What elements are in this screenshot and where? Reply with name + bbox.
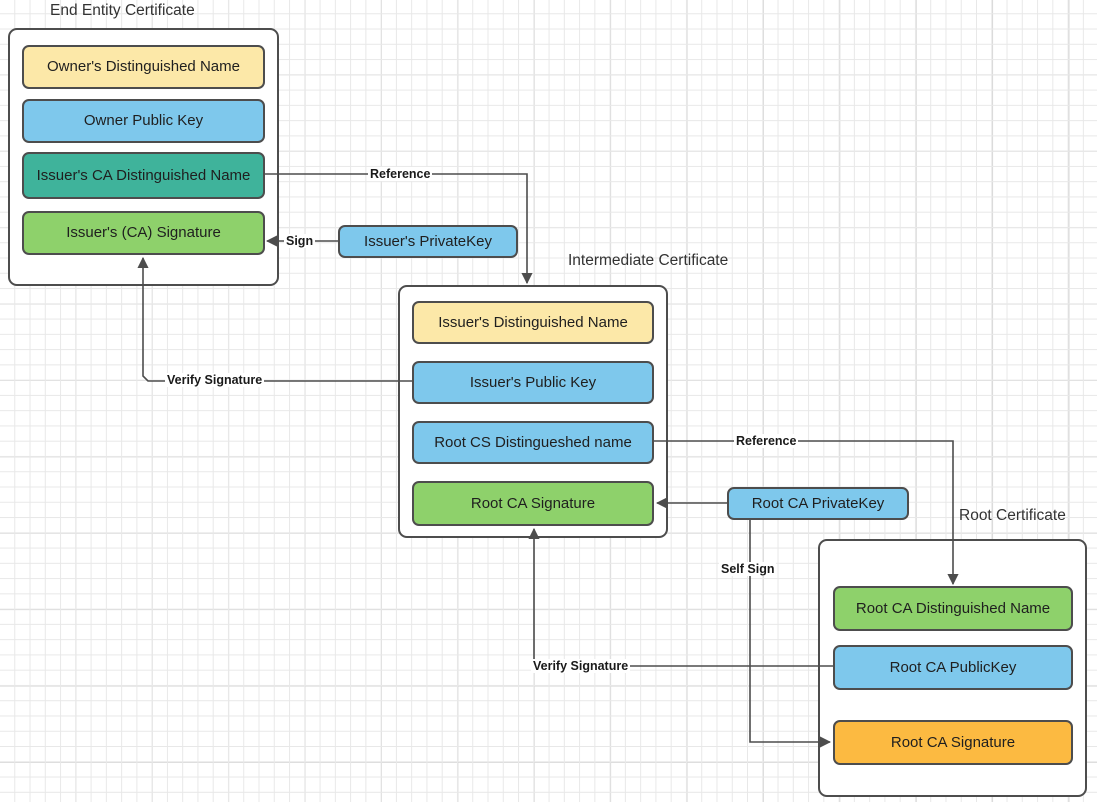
edge-label-sign: Sign [284, 234, 316, 248]
node-label: Root CA PrivateKey [751, 494, 885, 512]
group-label-intermediate: Intermediate Certificate [568, 252, 729, 269]
node-root-ca-publickey[interactable]: Root CA PublicKey [833, 645, 1073, 690]
node-root-ca-signature-intermediate[interactable]: Root CA Signature [412, 481, 654, 526]
node-label: Root CA Distinguished Name [855, 599, 1051, 617]
node-label: Owner's Distinguished Name [47, 58, 240, 76]
node-issuers-privatekey[interactable]: Issuer's PrivateKey [338, 225, 518, 258]
node-label: Issuer's PrivateKey [364, 232, 492, 250]
node-label: Owner Public Key [83, 112, 204, 130]
node-issuer-ca-distinguished-name[interactable]: Issuer's CA Distinguished Name [22, 152, 265, 199]
node-owner-distinguished-name[interactable]: Owner's Distinguished Name [22, 45, 265, 89]
node-root-cs-distingueshed-name[interactable]: Root CS Distingueshed name [412, 421, 654, 464]
node-issuer-distinguished-name[interactable]: Issuer's Distinguished Name [412, 301, 654, 344]
edge-verify-signature-bottom [528, 527, 833, 667]
node-root-ca-distinguished-name[interactable]: Root CA Distinguished Name [833, 586, 1073, 631]
node-label: Root CA Signature [470, 494, 596, 512]
node-issuer-public-key[interactable]: Issuer's Public Key [412, 361, 654, 404]
node-label: Issuer's CA Distinguished Name [36, 166, 251, 184]
node-label: Issuer's (CA) Signature [66, 224, 221, 242]
node-label: Root CA PublicKey [889, 658, 1017, 676]
edge-label-verify-signature-bottom: Verify Signature [531, 659, 631, 673]
edge-label-verify-signature-top: Verify Signature [165, 373, 265, 387]
edge-label-reference-bottom: Reference [734, 434, 799, 448]
edge-label-self-sign: Self Sign [719, 562, 777, 576]
node-label: Root CS Distingueshed name [434, 433, 632, 451]
group-label-root: Root Certificate [959, 507, 1066, 524]
node-issuer-ca-signature[interactable]: Issuer's (CA) Signature [22, 211, 265, 255]
node-label: Root CA Signature [890, 733, 1016, 751]
edge-label-reference-top: Reference [368, 167, 433, 181]
node-label: Issuer's Public Key [469, 373, 597, 391]
node-root-ca-signature[interactable]: Root CA Signature [833, 720, 1073, 765]
node-owner-public-key[interactable]: Owner Public Key [22, 99, 265, 143]
node-label: Issuer's Distinguished Name [438, 313, 628, 331]
group-label-end-entity: End Entity Certificate [50, 2, 195, 19]
node-root-ca-privatekey[interactable]: Root CA PrivateKey [727, 487, 909, 520]
